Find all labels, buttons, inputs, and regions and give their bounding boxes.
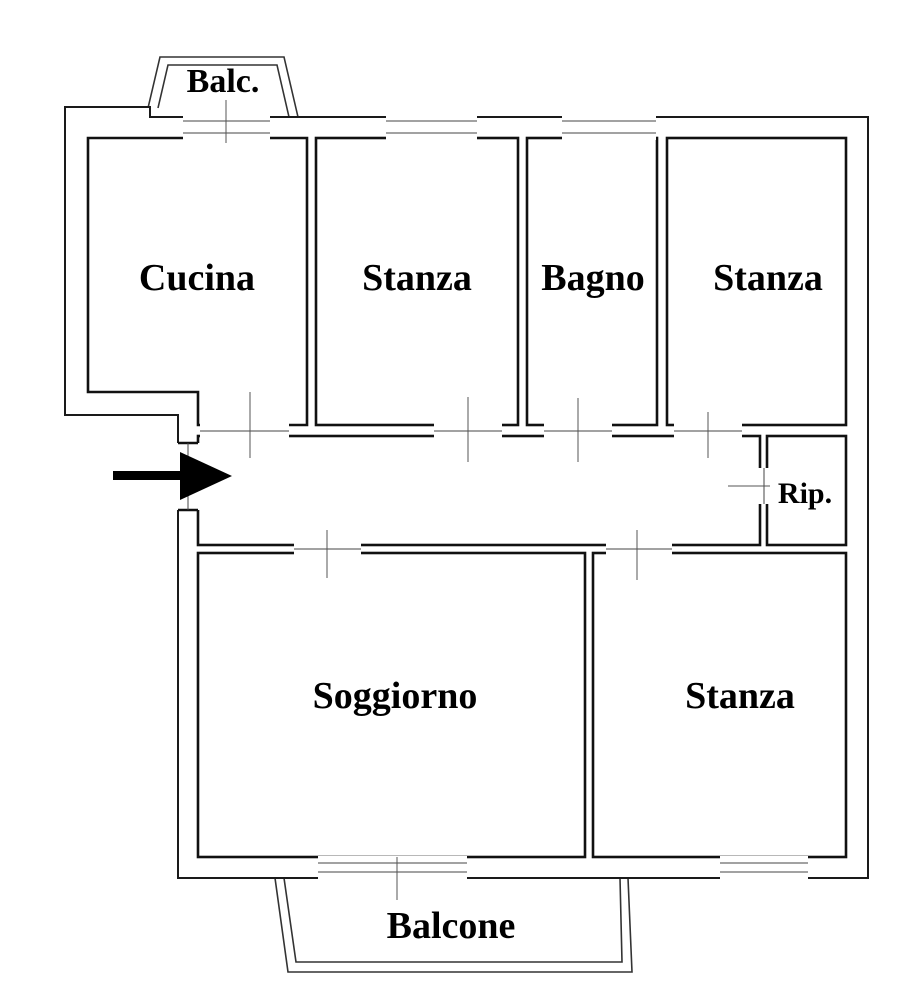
doors-corridor-top — [200, 392, 742, 462]
balcony-bottom-outer-edge — [274, 877, 633, 973]
doors-corridor-bottom — [294, 530, 672, 580]
window-bedroom-3 — [720, 856, 808, 880]
rooms — [86, 136, 848, 859]
door-storage — [728, 468, 770, 504]
balcony-top-outer-edge — [147, 56, 299, 118]
bottom-windows — [318, 856, 808, 900]
arrow-shaft — [113, 471, 185, 480]
label-storage: Rip. — [778, 477, 832, 510]
top-windows — [183, 100, 656, 143]
label-bathroom: Bagno — [541, 257, 644, 299]
room-labels: Balc. Cucina Stanza Bagno Stanza Rip. So… — [139, 63, 832, 947]
room-bedroom-1 — [314, 136, 520, 427]
label-living-room: Soggiorno — [313, 675, 478, 717]
arrow-head — [180, 452, 232, 500]
window-bedroom-1 — [386, 115, 477, 140]
label-bedroom-3: Stanza — [685, 675, 795, 717]
room-kitchen — [86, 136, 309, 427]
room-living — [196, 551, 587, 859]
balcony-bottom — [274, 877, 633, 973]
label-bedroom-1: Stanza — [362, 257, 472, 299]
window-living — [318, 856, 467, 880]
room-bathroom — [525, 136, 659, 427]
room-bedroom-3 — [591, 551, 848, 859]
window-bathroom — [562, 115, 656, 140]
room-corridor — [196, 434, 762, 547]
label-bedroom-2: Stanza — [713, 257, 823, 299]
balcony-top — [147, 56, 299, 118]
balcony-top-inner-edge — [157, 64, 290, 118]
label-kitchen: Cucina — [139, 257, 255, 299]
room-bedroom-2 — [665, 136, 848, 427]
room-storage — [765, 434, 848, 547]
label-balcony-top: Balc. — [187, 63, 260, 100]
entrance-arrow-icon — [113, 452, 232, 500]
label-balcony-bottom: Balcone — [387, 905, 516, 947]
balcony-bottom-inner-edge — [283, 877, 623, 963]
